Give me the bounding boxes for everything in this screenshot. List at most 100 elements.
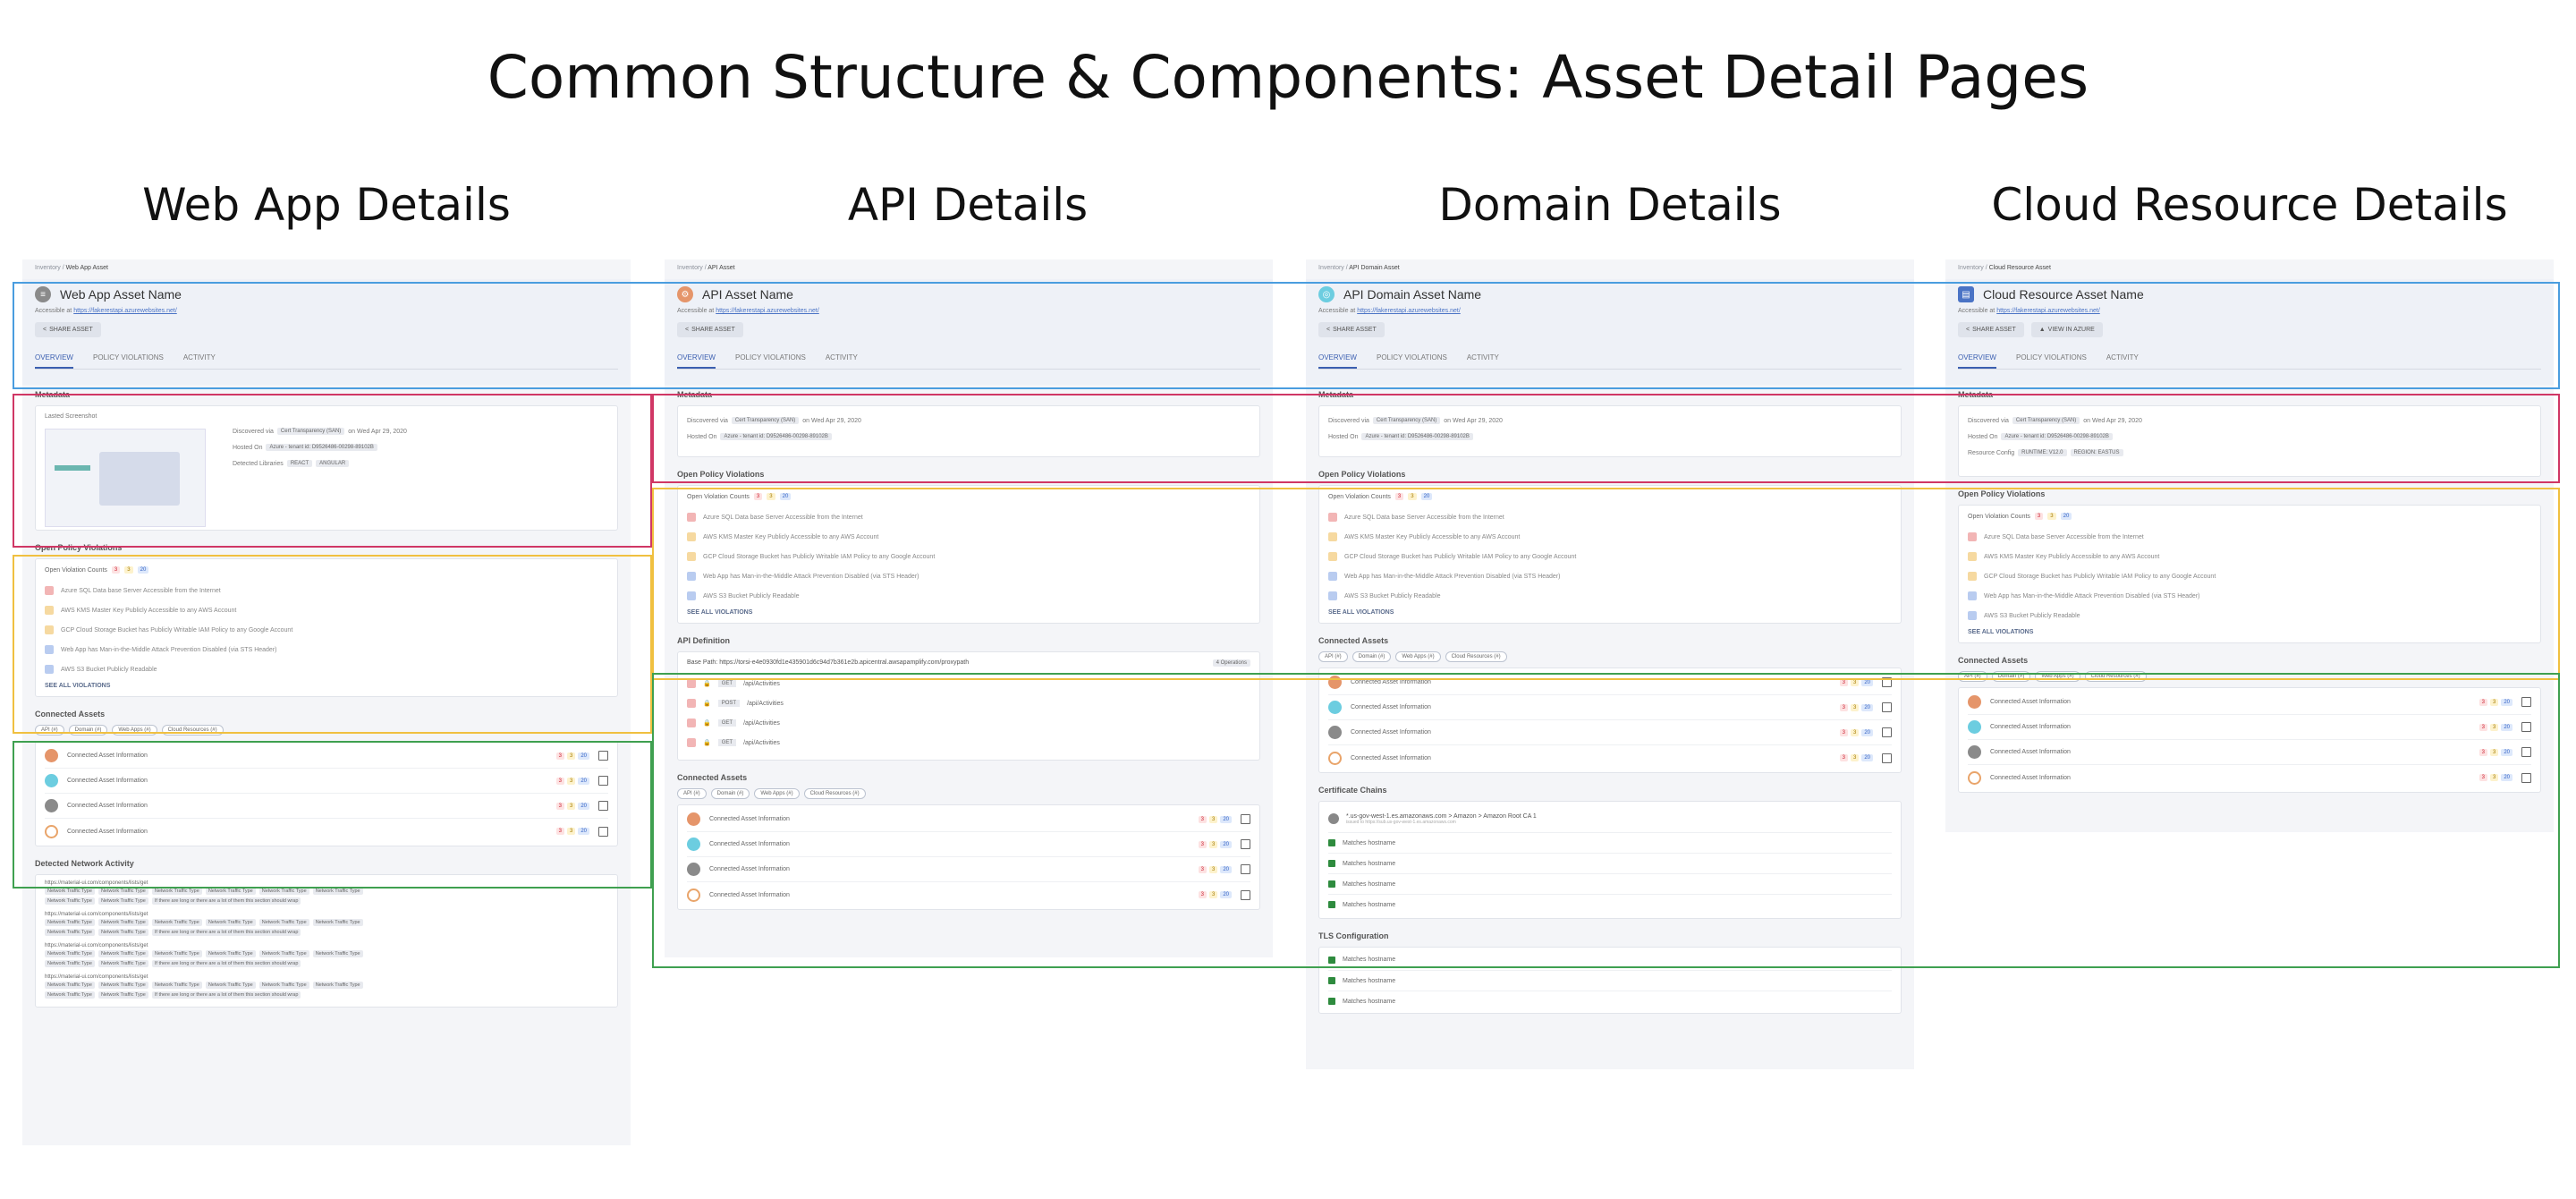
external-link-icon[interactable] (598, 801, 608, 811)
breadcrumb-root[interactable]: Inventory (677, 265, 703, 271)
external-link-icon[interactable] (2521, 697, 2531, 707)
tab-overview[interactable]: OVERVIEW (1958, 353, 1996, 369)
violation-item[interactable]: Web App has Man-in-the-Middle Attack Pre… (1968, 586, 2531, 606)
see-all-violations-link[interactable]: SEE ALL VIOLATIONS (1968, 629, 2034, 635)
external-link-icon[interactable] (1241, 889, 1250, 900)
filter-cloud-resources[interactable]: Cloud Resources (#) (161, 725, 224, 736)
filter-api[interactable]: API (#) (677, 788, 707, 799)
external-link-icon[interactable] (1241, 864, 1250, 874)
endpoint-row[interactable]: 🔒GET/api/Activities (687, 733, 1250, 753)
tab-policy-violations[interactable]: POLICY VIOLATIONS (2015, 353, 2087, 361)
filter-cloud-resources[interactable]: Cloud Resources (#) (2084, 671, 2147, 682)
filter-web-apps[interactable]: Web Apps (#) (112, 725, 157, 736)
violation-item[interactable]: GCP Cloud Storage Bucket has Publicly Wr… (1328, 547, 1892, 566)
see-all-violations-link[interactable]: SEE ALL VIOLATIONS (687, 609, 753, 616)
breadcrumb-root[interactable]: Inventory (1318, 265, 1344, 271)
external-link-icon[interactable] (1882, 727, 1892, 737)
violation-item[interactable]: AWS KMS Master Key Publicly Accessible t… (45, 600, 608, 620)
external-link-icon[interactable] (1241, 814, 1250, 824)
filter-web-apps[interactable]: Web Apps (#) (1395, 651, 1441, 662)
external-link-icon[interactable] (598, 751, 608, 761)
share-asset-button[interactable]: <SHARE ASSET (677, 322, 743, 337)
breadcrumb-root[interactable]: Inventory (35, 265, 61, 271)
violation-item[interactable]: AWS S3 Bucket Publicly Readable (1968, 606, 2531, 625)
view-in-azure-button[interactable]: ▲VIEW IN AZURE (2030, 322, 2103, 337)
external-link-icon[interactable] (2521, 772, 2531, 783)
violation-item[interactable]: GCP Cloud Storage Bucket has Publicly Wr… (687, 547, 1250, 566)
see-all-violations-link[interactable]: SEE ALL VIOLATIONS (45, 683, 111, 689)
filter-domain[interactable]: Domain (#) (68, 725, 108, 736)
filter-domain[interactable]: Domain (#) (710, 788, 750, 799)
asset-url-link[interactable]: https://fakerestapi.azurewebsites.net/ (73, 308, 177, 314)
external-link-icon[interactable] (1241, 839, 1250, 849)
filter-cloud-resources[interactable]: Cloud Resources (#) (1445, 651, 1507, 662)
share-asset-button[interactable]: <SHARE ASSET (1958, 322, 2024, 337)
filter-web-apps[interactable]: Web Apps (#) (754, 788, 800, 799)
filter-domain[interactable]: Domain (#) (1991, 671, 2031, 682)
violation-item[interactable]: GCP Cloud Storage Bucket has Publicly Wr… (45, 620, 608, 640)
filter-cloud-resources[interactable]: Cloud Resources (#) (803, 788, 866, 799)
endpoint-row[interactable]: 🔒GET/api/Activities (687, 674, 1250, 693)
tab-activity[interactable]: ACTIVITY (1466, 353, 1499, 361)
filter-api[interactable]: API (#) (35, 725, 64, 736)
violation-item[interactable]: AWS S3 Bucket Publicly Readable (1328, 586, 1892, 606)
filter-api[interactable]: API (#) (1318, 651, 1348, 662)
share-asset-button[interactable]: <SHARE ASSET (35, 322, 101, 337)
violation-item[interactable]: Web App has Man-in-the-Middle Attack Pre… (687, 566, 1250, 586)
violation-item[interactable]: AWS S3 Bucket Publicly Readable (687, 586, 1250, 606)
tab-policy-violations[interactable]: POLICY VIOLATIONS (1376, 353, 1447, 361)
see-all-violations-link[interactable]: SEE ALL VIOLATIONS (1328, 609, 1394, 616)
breadcrumb-root[interactable]: Inventory (1958, 265, 1984, 271)
external-link-icon[interactable] (1882, 753, 1892, 763)
violation-item[interactable]: GCP Cloud Storage Bucket has Publicly Wr… (1968, 566, 2531, 586)
violation-item[interactable]: Azure SQL Data base Server Accessible fr… (1968, 527, 2531, 547)
external-link-icon[interactable] (2521, 722, 2531, 732)
violation-item[interactable]: Web App has Man-in-the-Middle Attack Pre… (1328, 566, 1892, 586)
external-link-icon[interactable] (1882, 677, 1892, 687)
tab-overview[interactable]: OVERVIEW (1318, 353, 1357, 369)
violation-item[interactable]: AWS KMS Master Key Publicly Accessible t… (1328, 527, 1892, 547)
endpoint-row[interactable]: 🔒POST/api/Activities (687, 693, 1250, 713)
external-link-icon[interactable] (598, 776, 608, 786)
endpoint-row[interactable]: 🔒GET/api/Activities (687, 713, 1250, 733)
external-link-icon[interactable] (598, 826, 608, 837)
violation-item[interactable]: AWS KMS Master Key Publicly Accessible t… (687, 527, 1250, 547)
filter-domain[interactable]: Domain (#) (1352, 651, 1392, 662)
tab-activity[interactable]: ACTIVITY (182, 353, 216, 361)
tab-activity[interactable]: ACTIVITY (825, 353, 858, 361)
asset-url-link[interactable]: https://fakerestapi.azurewebsites.net/ (1996, 308, 2100, 314)
share-asset-button[interactable]: <SHARE ASSET (1318, 322, 1385, 337)
filter-web-apps[interactable]: Web Apps (#) (2035, 671, 2080, 682)
asset-url-link[interactable]: https://fakerestapi.azurewebsites.net/ (1357, 308, 1461, 314)
tab-overview[interactable]: OVERVIEW (677, 353, 716, 369)
filter-api[interactable]: API (#) (1958, 671, 1987, 682)
tab-activity[interactable]: ACTIVITY (2106, 353, 2139, 361)
violation-item[interactable]: Azure SQL Data base Server Accessible fr… (687, 507, 1250, 527)
tab-policy-violations[interactable]: POLICY VIOLATIONS (92, 353, 164, 361)
violation-item[interactable]: AWS KMS Master Key Publicly Accessible t… (1968, 547, 2531, 566)
tab-overview[interactable]: OVERVIEW (35, 353, 73, 369)
asset-url-link[interactable]: https://fakerestapi.azurewebsites.net/ (716, 308, 819, 314)
violation-item[interactable]: Azure SQL Data base Server Accessible fr… (45, 581, 608, 600)
tab-policy-violations[interactable]: POLICY VIOLATIONS (734, 353, 806, 361)
violation-item[interactable]: AWS S3 Bucket Publicly Readable (45, 659, 608, 679)
violation-item[interactable]: Azure SQL Data base Server Accessible fr… (1328, 507, 1892, 527)
external-link-icon[interactable] (1882, 702, 1892, 712)
external-link-icon[interactable] (2521, 747, 2531, 757)
violation-item[interactable]: Web App has Man-in-the-Middle Attack Pre… (45, 640, 608, 659)
